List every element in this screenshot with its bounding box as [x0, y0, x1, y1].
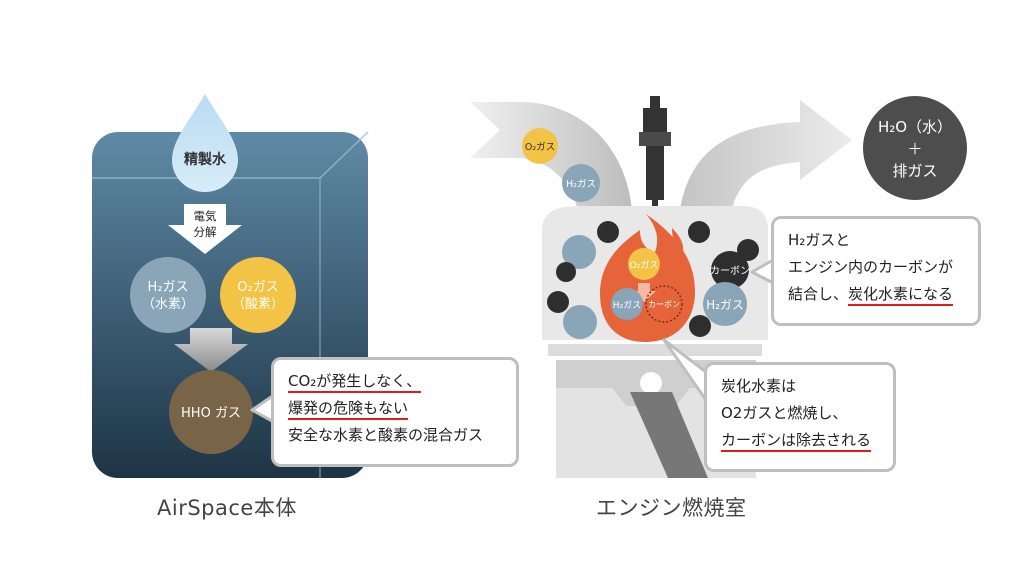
engine-top-line-1: H₂ガスと: [788, 231, 851, 249]
o2-circle: [220, 257, 296, 333]
h2-label-1: H₂ガス: [148, 280, 189, 295]
engine-bottom-line-2: O2ガスと燃焼し、: [721, 404, 848, 422]
engine-top-line-3b: 炭化水素になる: [848, 285, 954, 306]
engine-callout-bottom: 炭化水素は O2ガスと燃焼し、 カーボンは除去される: [704, 362, 896, 472]
exhaust-arrow: [680, 100, 852, 226]
exhaust-circle: [863, 96, 967, 200]
h2-ball-label: H₂ガス: [706, 298, 744, 312]
water-drop-icon: [172, 94, 238, 192]
flame-o2-label: O₂ガス: [630, 260, 659, 271]
electrolysis-label-1: 電気: [194, 209, 217, 223]
electrolysis-label-2: 分解: [194, 225, 217, 239]
o2-label-2: （酸素）: [232, 297, 284, 312]
engine-callout-top-pointer: [750, 258, 774, 285]
intake-h2-label: H₂ガス: [566, 179, 596, 190]
flame-carbon-ball: [645, 285, 683, 323]
exhaust-line-3: 排ガス: [892, 162, 937, 180]
intake-o2-ball: [522, 128, 558, 164]
mixing-arrow-icon: [174, 328, 248, 372]
engine-ring: [548, 344, 762, 356]
o2-label-1: O₂ガス: [237, 280, 278, 295]
h2-circle: [130, 257, 206, 333]
spark-plug-icon: [639, 96, 671, 212]
flame-o2-ball: [628, 248, 660, 280]
flame-h2-label: H₂ガス: [613, 300, 641, 311]
h2-ball: [703, 282, 747, 326]
engine-callout-top: H₂ガスと エンジン内のカーボンが 結合し、炭化水素になる: [771, 216, 981, 326]
airspace-callout: CO₂が発生しなく、 爆発の危険もない 安全な水素と酸素の混合ガス: [271, 357, 519, 467]
intake-h2-ball: [562, 164, 600, 202]
flame-h2-ball: [611, 288, 643, 320]
engine-bottom-line-3: カーボンは除去される: [721, 431, 872, 452]
hho-label: HHO ガス: [181, 406, 241, 421]
engine-bottom-line-1: 炭化水素は: [721, 377, 797, 395]
flame-carbon-label: カーボン: [648, 300, 680, 309]
flame-down-arrow-icon: [632, 283, 656, 302]
callout-line-explosion: 爆発の危険もない: [288, 399, 409, 420]
engine-caption: エンジン燃焼室: [596, 496, 747, 520]
water-label: 精製水: [184, 151, 227, 168]
electrolysis-arrow-icon: [168, 204, 242, 254]
callout-line-safe-mix: 安全な水素と酸素の混合ガス: [288, 426, 484, 444]
callout-line-co2: CO₂が発生しなく、: [288, 372, 422, 393]
hho-circle: [169, 370, 253, 454]
intake-o2-label: O₂ガス: [525, 142, 555, 153]
engine-top-line-2: エンジン内のカーボンが: [788, 258, 954, 276]
exhaust-line-2: ＋: [907, 140, 922, 158]
carbon-ball: [711, 251, 749, 289]
engine-top-line-3a: 結合し、: [788, 285, 849, 303]
airspace-callout-pointer: [250, 393, 275, 424]
carbon-ball-label: カーボン: [710, 265, 750, 277]
airspace-caption: AirSpace本体: [157, 496, 297, 520]
exhaust-line-1: H₂O（水）: [878, 118, 952, 136]
carbon-particles: [547, 221, 759, 339]
h2-label-2: （水素）: [142, 297, 194, 312]
engine-callout-bottom-pointer: [662, 338, 708, 401]
